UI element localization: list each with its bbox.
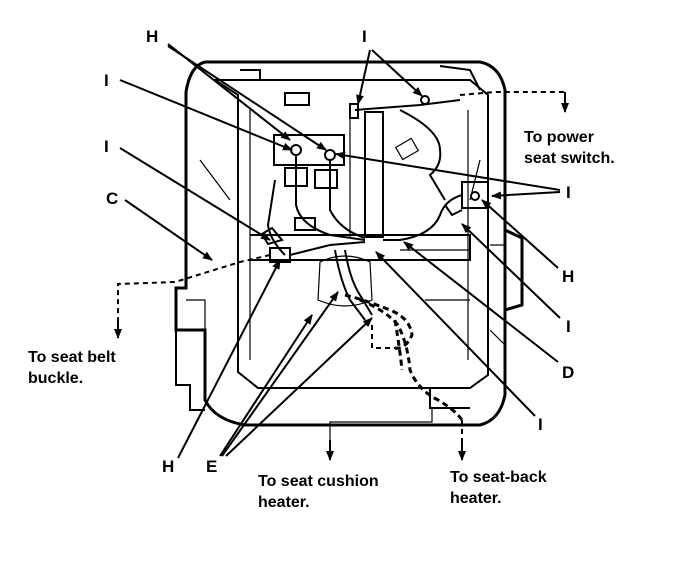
label-seat-cushion-line1: To seat cushion bbox=[258, 473, 379, 490]
label-seat-back-line1: To seat-back bbox=[450, 469, 547, 486]
callout-i-right: I bbox=[566, 183, 571, 202]
callout-i-right-low: I bbox=[566, 317, 571, 336]
callout-leaders bbox=[119, 43, 561, 459]
destination-labels: To power seat switch. To seat belt buckl… bbox=[28, 129, 615, 511]
callout-i-bottom-right: I bbox=[538, 415, 543, 434]
connector-right bbox=[461, 181, 489, 209]
connector-block-upper bbox=[273, 134, 345, 166]
label-power-seat-line2: seat switch. bbox=[524, 150, 615, 167]
connector-h-right bbox=[324, 149, 336, 161]
connector-h-left bbox=[290, 144, 302, 156]
callout-h-top-left: H bbox=[146, 27, 158, 46]
callout-i-left-upper: I bbox=[104, 71, 109, 90]
wire-to-power-seat-switch bbox=[459, 91, 566, 110]
label-seat-back-line2: heater. bbox=[450, 490, 502, 507]
wiring-harness bbox=[117, 91, 566, 458]
label-seat-cushion-line2: heater. bbox=[258, 494, 310, 511]
label-power-seat-line1: To power bbox=[524, 129, 594, 146]
callout-e: E bbox=[206, 457, 217, 476]
callout-i-top-center: I bbox=[362, 27, 367, 46]
callout-labels: H I I I C I H I D I H E bbox=[104, 27, 574, 476]
label-seat-belt-line2: buckle. bbox=[28, 370, 83, 387]
callout-h-right: H bbox=[562, 267, 574, 286]
destination-arrows bbox=[114, 92, 569, 461]
callout-d: D bbox=[562, 363, 574, 382]
callout-c: C bbox=[106, 189, 118, 208]
wire-seat-cushion bbox=[344, 293, 414, 350]
callout-h-bottom: H bbox=[162, 457, 174, 476]
clip-top bbox=[420, 95, 430, 105]
wire-to-seat-cushion-heater bbox=[329, 408, 433, 458]
callout-i-left-mid: I bbox=[104, 137, 109, 156]
wire-to-seat-belt-buckle bbox=[117, 254, 271, 335]
label-seat-belt-line1: To seat belt bbox=[28, 349, 116, 366]
